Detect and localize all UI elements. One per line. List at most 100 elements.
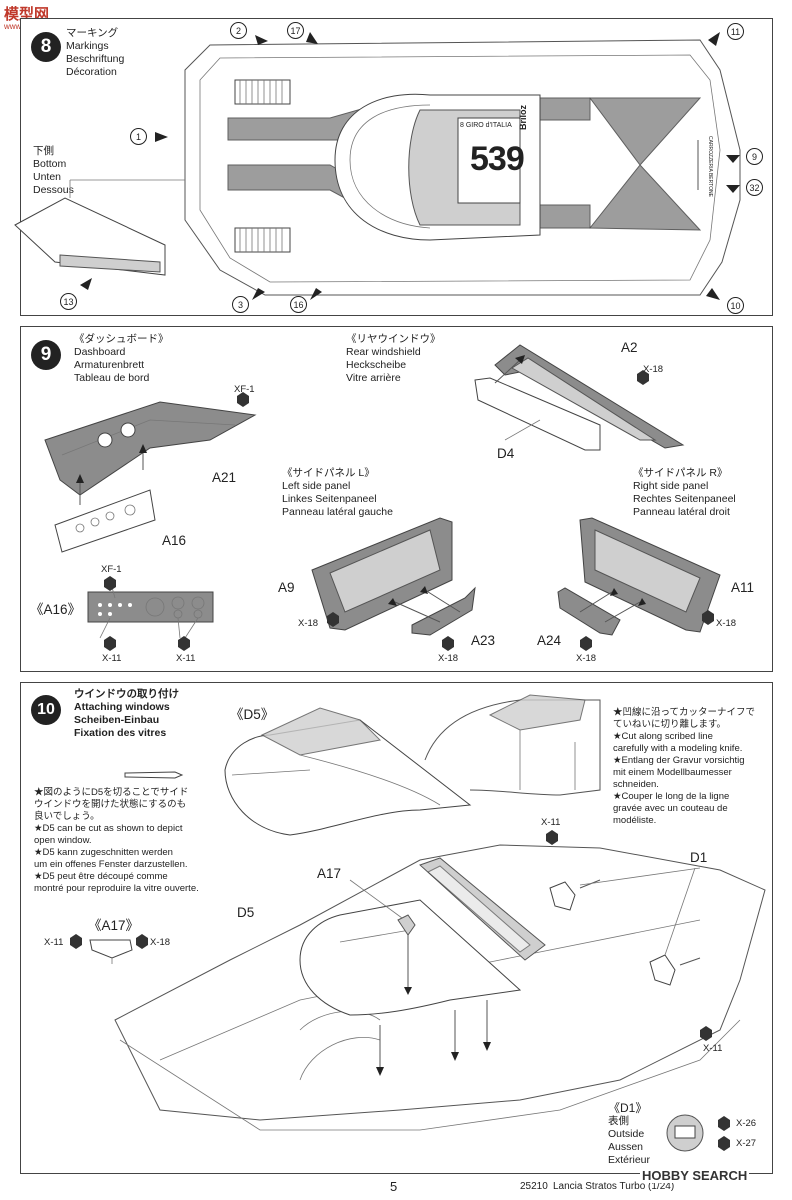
step8-title-en: Markings: [66, 40, 109, 52]
dashboard-de: Armaturenbrett: [74, 359, 145, 371]
note-left-line: montré pour reproduire la vitre ouverte.: [34, 883, 199, 894]
note-left-line: um ein offenes Fenster darzustellen.: [34, 859, 188, 870]
left-panel-en: Left side panel: [282, 480, 351, 492]
decal-1: 1: [130, 128, 147, 145]
a17-detail-label: 《A17》: [88, 918, 140, 933]
left-panel-title: 《サイドパネル L》 Left side panel Linkes Seiten…: [282, 467, 393, 519]
step8-title: マーキング Markings Beschriftung Décoration: [66, 27, 124, 79]
note-left-line: ウインドウを開けた状態にするのも: [34, 799, 187, 810]
right-panel-de: Rechtes Seitenpaneel: [633, 493, 736, 505]
note-right-line: gravée avec un couteau de: [613, 803, 728, 814]
paint-xf1-a16: XF-1: [101, 564, 122, 575]
bottom-label-en: Bottom: [33, 158, 67, 170]
dashboard-jp: 《ダッシュボード》: [74, 333, 169, 345]
dashboard-en: Dashboard: [74, 346, 126, 358]
decal-16: 16: [290, 296, 307, 313]
decal-10: 10: [727, 297, 744, 314]
part-A23: A23: [471, 633, 496, 648]
d5-detail-label: 《D5》: [230, 707, 275, 722]
rear-windshield-fr: Vitre arrière: [346, 372, 401, 384]
bottom-label-fr: Dessous: [33, 184, 74, 196]
step9-number: 9: [31, 340, 61, 370]
paint-x18-a11: X-18: [716, 618, 737, 629]
side-badge-text: CARROZZERIA BERTONE: [707, 136, 713, 197]
paint-x26: X-26: [736, 1118, 757, 1129]
note-left: ★図のようにD5を切ることでサイド ウインドウを開けた状態にするのも 良いでしょ…: [34, 787, 199, 895]
step10-title-en: Attaching windows: [74, 701, 170, 713]
decal-11: 11: [727, 23, 744, 40]
decal-17: 17: [287, 22, 304, 39]
right-panel-fr: Panneau latéral droit: [633, 506, 730, 518]
note-right-line: ★凹線に沿ってカッターナイフで: [613, 707, 756, 718]
right-panel-title: 《サイドパネル R》 Right side panel Rechtes Seit…: [633, 467, 736, 519]
note-right-line: mit einem Modellbaumesser: [613, 767, 732, 778]
car-top-view: [14, 32, 741, 300]
part-A16: A16: [162, 533, 187, 548]
page-number: 5: [390, 1179, 398, 1194]
decal-3: 3: [232, 296, 249, 313]
note-right-line: ★Couper le long de la ligne: [613, 791, 730, 802]
note-right-line: ていねいに切り離します。: [613, 719, 727, 730]
paint-x18-a17: X-18: [150, 937, 171, 948]
part-D4: D4: [497, 446, 515, 461]
note-right-line: ★Cut along scribed line: [613, 731, 713, 742]
d1-detail-en: Outside: [608, 1128, 645, 1140]
bottom-label-de: Unten: [33, 171, 62, 183]
part-D5: D5: [237, 905, 255, 920]
part-D1: D1: [690, 850, 708, 865]
dashboard-fr: Tableau de bord: [74, 372, 150, 384]
part-A17: A17: [317, 866, 342, 881]
dashboard-title: 《ダッシュボード》 Dashboard Armaturenbrett Table…: [74, 333, 169, 385]
step10-number: 10: [31, 695, 61, 725]
note-right-line: modéliste.: [613, 815, 657, 826]
paint-x11-a17: X-11: [44, 937, 64, 948]
right-panel-en: Right side panel: [633, 480, 709, 492]
note-left-line: 良いでしょう。: [34, 811, 100, 822]
a16-detail-label: 《A16》: [30, 602, 82, 617]
note-left-line: ★D5 peut être découpé comme: [34, 871, 168, 882]
d1-detail-de: Aussen: [608, 1141, 644, 1153]
step8-number: 8: [31, 32, 61, 62]
decal-13: 13: [60, 293, 77, 310]
left-panel-jp: 《サイドパネル L》: [282, 467, 375, 479]
part-A24: A24: [537, 633, 562, 648]
note-right-line: carefully with a modeling knife.: [613, 743, 743, 754]
paint-xf1-dash: XF-1: [234, 384, 255, 395]
paint-x18-a24: X-18: [576, 653, 597, 664]
paint-x11-top: X-11: [541, 817, 561, 828]
note-left-line: ★D5 kann zugeschnitten werden: [34, 847, 173, 858]
step10-title-fr: Fixation des vitres: [74, 727, 167, 739]
decal-2: 2: [230, 22, 247, 39]
footer-model: Lancia Stratos Turbo (1/24): [553, 1181, 675, 1192]
d1-detail-title: 《D1》: [608, 1101, 648, 1115]
step8-title-de: Beschriftung: [66, 53, 125, 65]
paint-x11-a16-right: X-11: [176, 653, 196, 664]
step8-title-jp: マーキング: [66, 27, 119, 39]
rear-windshield-de: Heckscheibe: [346, 359, 407, 371]
step8-title-fr: Décoration: [66, 66, 117, 78]
note-right-line: schneiden.: [613, 779, 659, 790]
d1-detail-jp: 表側: [608, 1115, 629, 1127]
left-panel-fr: Panneau latéral gauche: [282, 506, 393, 518]
step10-title-jp: ウインドウの取り付け: [74, 688, 179, 700]
bottom-label-jp: 下側: [33, 145, 54, 157]
paint-x11-d1: X-11: [703, 1043, 723, 1054]
part-A21: A21: [212, 470, 237, 485]
decal-9: 9: [746, 148, 763, 165]
d1-detail-fr: Extérieur: [608, 1154, 651, 1166]
paint-x27: X-27: [736, 1138, 757, 1149]
paint-x18-a2: X-18: [643, 364, 664, 375]
rally-text: 8 GIRO d'ITALIA: [460, 122, 512, 129]
car-number: 539: [470, 140, 525, 178]
rear-windshield-en: Rear windshield: [346, 346, 421, 358]
note-left-line: open window.: [34, 835, 92, 846]
rear-windshield-jp: 《リヤウインドウ》: [346, 333, 441, 345]
rear-windshield-title: 《リヤウインドウ》 Rear windshield Heckscheibe Vi…: [346, 333, 441, 385]
step10-title: ウインドウの取り付け Attaching windows Scheiben-Ei…: [74, 688, 179, 740]
d1-detail: 《D1》 表側 Outside Aussen Extérieur: [608, 1102, 650, 1167]
footer-code: 25210: [520, 1181, 548, 1192]
paint-x18-a9: X-18: [298, 618, 319, 629]
part-A9: A9: [278, 580, 295, 595]
part-A2: A2: [621, 340, 638, 355]
